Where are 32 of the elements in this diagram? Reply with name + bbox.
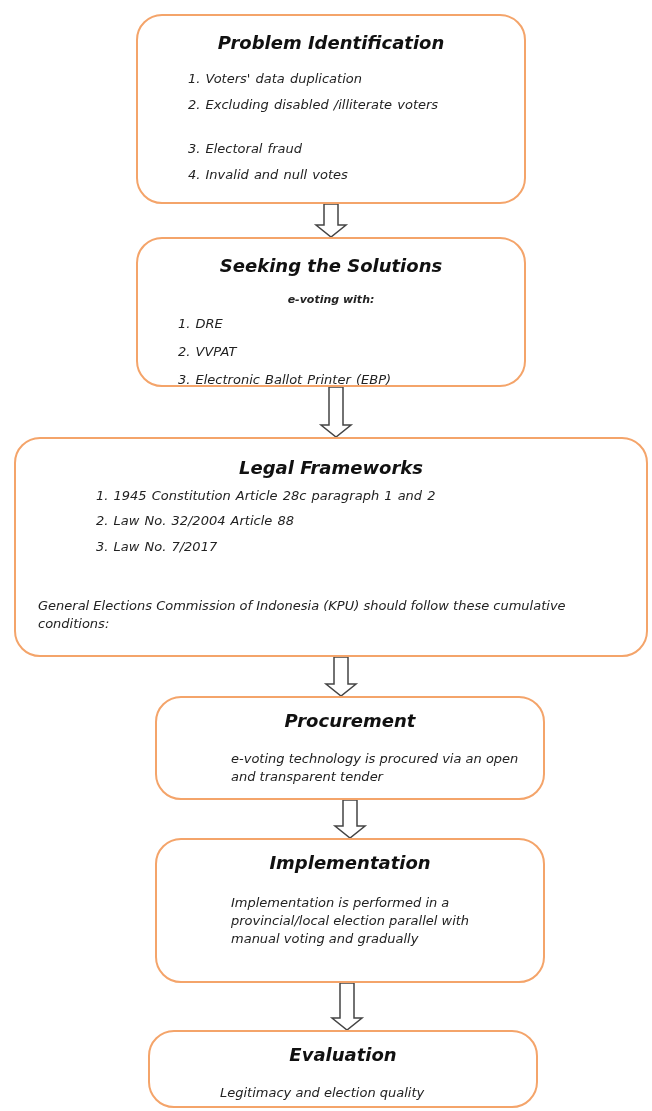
process-box	[155, 696, 545, 800]
heading-text: Evaluation	[288, 1046, 398, 1064]
heading-text: Problem Identification	[216, 34, 446, 52]
list-item: 2. Law No. 32/2004 Article 88	[96, 512, 295, 530]
body-text: Legitimacy and election quality	[220, 1084, 426, 1102]
process-box	[14, 437, 648, 657]
block-arrow	[329, 982, 365, 1031]
list-item: 1. Voters' data duplication	[188, 70, 363, 88]
block-arrow	[313, 203, 349, 238]
process-box	[148, 1030, 538, 1108]
block-arrow	[318, 386, 354, 438]
body-text: Implementation is performed in a provincial/local election parallel with manual voting and gradually	[231, 894, 471, 948]
process-box	[136, 237, 526, 387]
heading-text: Legal Frameworks	[238, 459, 424, 477]
body-text: e-voting technology is procured via an open and transparent tender	[231, 750, 520, 786]
heading-text: Implementation	[268, 854, 432, 872]
subheading-text: e-voting with:	[286, 292, 376, 308]
block-arrow	[332, 799, 368, 839]
list-item: 1. DRE	[178, 315, 224, 333]
list-item: 3. Electoral fraud	[188, 140, 303, 158]
block-arrow	[323, 656, 359, 697]
process-box	[155, 838, 545, 983]
heading-text: Seeking the Solutions	[218, 257, 444, 275]
list-item: 2. VVPAT	[178, 343, 239, 361]
list-item: 2. Excluding disabled /illiterate voters	[188, 96, 440, 114]
process-box	[136, 14, 526, 204]
list-item: 1. 1945 Constitution Article 28c paragraph 1 and 2	[96, 487, 437, 505]
heading-text: Procurement	[283, 712, 417, 730]
list-item: 3. Electronic Ballot Printer (EBP)	[178, 371, 393, 389]
list-item: 4. Invalid and null votes	[188, 166, 349, 184]
body-text: General Elections Commission of Indonesia (KPU) should follow these cumulative conditions:	[38, 597, 567, 633]
list-item: 3. Law No. 7/2017	[96, 538, 219, 556]
